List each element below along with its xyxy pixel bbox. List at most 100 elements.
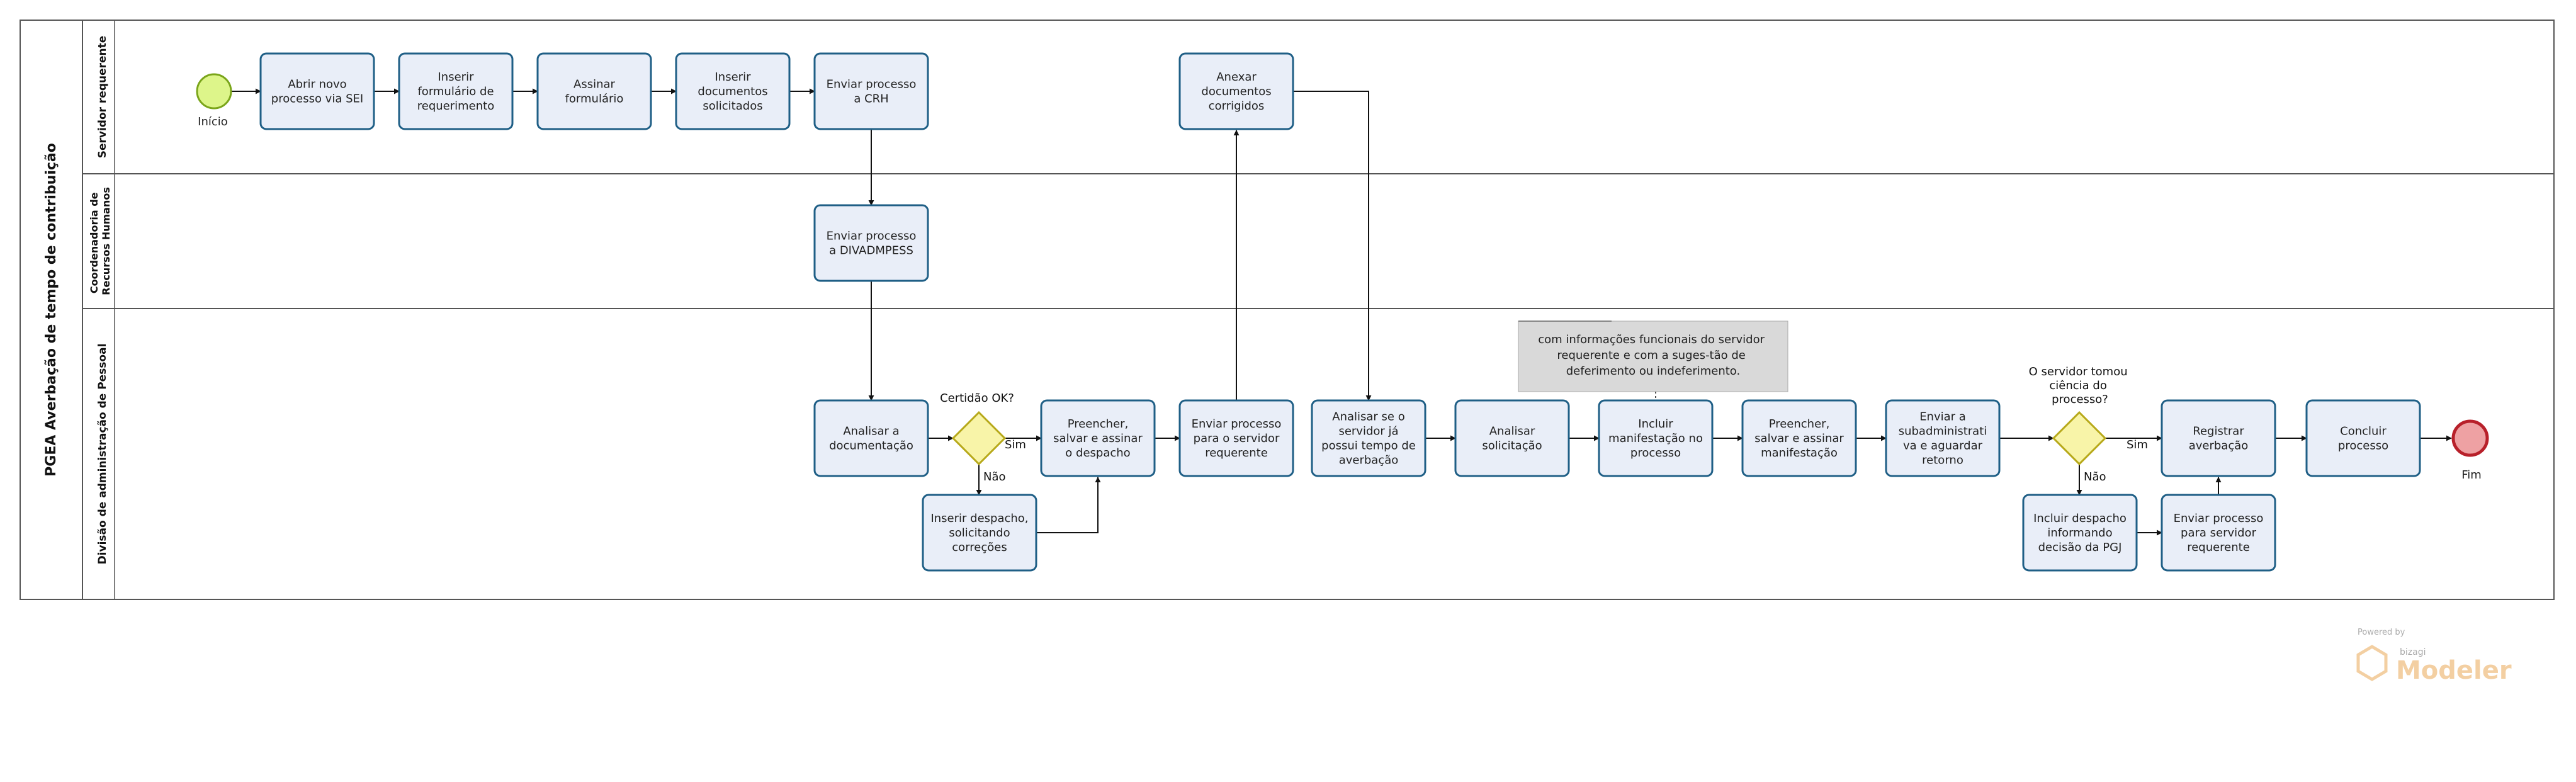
task-label-line: Inserir [438,71,475,84]
task-box [2161,494,2276,572]
task-label-line: va e aguardar [1903,439,1983,453]
flow-t6-t12 [1293,91,1372,401]
task-box [536,52,652,130]
task-label-line: processo via SEI [271,93,363,106]
task-box [1040,399,1156,477]
task-box [813,204,929,282]
task-label-line: averbação [2189,439,2249,453]
task-label-line: para o servidor [1194,432,1280,445]
lane-label-crh: Coordenadoria de Recursos Humanos [88,187,112,295]
end-event-label: Fim [2461,468,2482,482]
task-box [675,52,791,130]
task-box [1741,399,1857,477]
task-label-line: servidor já [1338,425,1398,438]
gateway-no-label: Não [983,470,1006,484]
gateway-yes-label: Sim [1005,438,1026,451]
task-label-line: Preencher, [1068,417,1129,431]
task-label-line: processo [1630,446,1681,460]
task-label-line: a CRH [854,93,888,106]
task-box [1598,399,1714,477]
task-label-line: manifestação [1761,446,1838,460]
gateway-servidor-ciencia: O servidor tomou ciência do processo? Si… [2029,365,2148,484]
task-label-line: Inserir despacho, [930,512,1028,525]
task-label-line: o despacho [1065,446,1130,460]
task-box [2305,399,2421,477]
pool-title: PGEA Averbação de tempo de contribuição [43,143,59,477]
pool: PGEA Averbação de tempo de contribuição … [20,20,2555,600]
task-label-line: averbação [1339,454,1399,467]
task-box [1311,399,1426,477]
task-label-line: Analisar [1489,425,1535,438]
task-label: Abrir novo processo via SEI [271,78,363,106]
task-label-line: formulário [565,93,624,106]
task-label-line: a DIVADMPESS [829,244,913,258]
task-box [813,399,929,477]
task-box [1178,52,1294,130]
task-label-line: Inserir [715,71,752,84]
task-label-line: documentos [1201,85,1271,98]
watermark-product: Modeler [2396,656,2512,685]
task-label-line: Enviar processo [827,230,917,243]
annotation-text: com informações funcionais do servidor r… [1538,333,1768,378]
task-box [1178,399,1294,477]
text-annotation: com informações funcionais do servidor r… [1518,320,1788,392]
task-label-line: formulário de [417,85,494,98]
task-box [1454,399,1570,477]
watermark-powered-by: Powered by [2358,628,2405,637]
task-label-line: requerente [1205,446,1268,460]
end-event: Fim [2451,419,2489,482]
task-label-line: requerente [2187,541,2250,554]
task-label-line: Abrir novo [288,78,346,91]
task-box [2022,494,2138,572]
flow-t9-t10 [1036,477,1101,533]
task-label-line: documentação [829,439,913,453]
task-label-line: requerimento [417,99,494,113]
bizagi-logo-icon [2356,645,2388,681]
watermark-brand: bizagi [2400,647,2426,657]
task-box [922,494,1037,572]
gateway-no-label: Não [2084,470,2106,484]
task-label-line: salvar e assinar [1053,432,1143,445]
task-t1: Abrir novo processo via SEI [259,52,375,130]
task-label-line: Analisar a [843,425,899,438]
start-event-label: Início [198,115,228,128]
task-label-line: correções [952,541,1007,554]
task-label-line: retorno [1922,454,1963,467]
task-label-line: Enviar processo [2174,512,2264,525]
task-box [2161,399,2276,477]
task-label-line: possui tempo de [1321,439,1416,453]
gateway-diamond [2052,411,2107,466]
bizagi-watermark: Powered by bizagi Modeler [2356,628,2512,685]
gateway-diamond [951,411,1007,466]
task-label-line: solicitando [949,526,1010,540]
gateway-yes-label: Sim [2127,438,2148,451]
task-label-line: Incluir despacho [2033,512,2127,525]
